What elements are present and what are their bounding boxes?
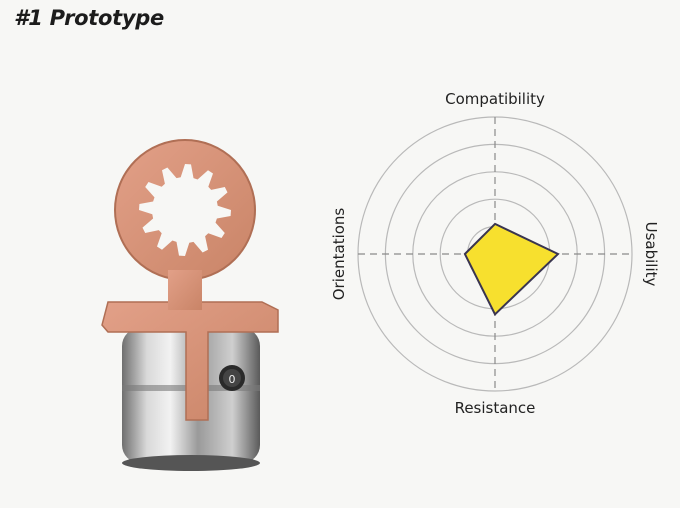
page-title: #1 Prototype [14, 6, 164, 30]
wood-gear-holder [101, 139, 279, 421]
axis-label-compatibility: Compatibility [445, 90, 545, 108]
prototype-photo: 0 [101, 139, 279, 471]
axis-label-resistance: Resistance [455, 399, 536, 417]
axis-label-orientations: Orientations [330, 208, 348, 301]
radar-data-polygon [463, 222, 560, 316]
axis-label-usability: Usability [642, 222, 660, 287]
svg-text:0: 0 [229, 373, 236, 386]
radar-chart: Compatibility Usability Resistance Orien… [330, 90, 660, 417]
